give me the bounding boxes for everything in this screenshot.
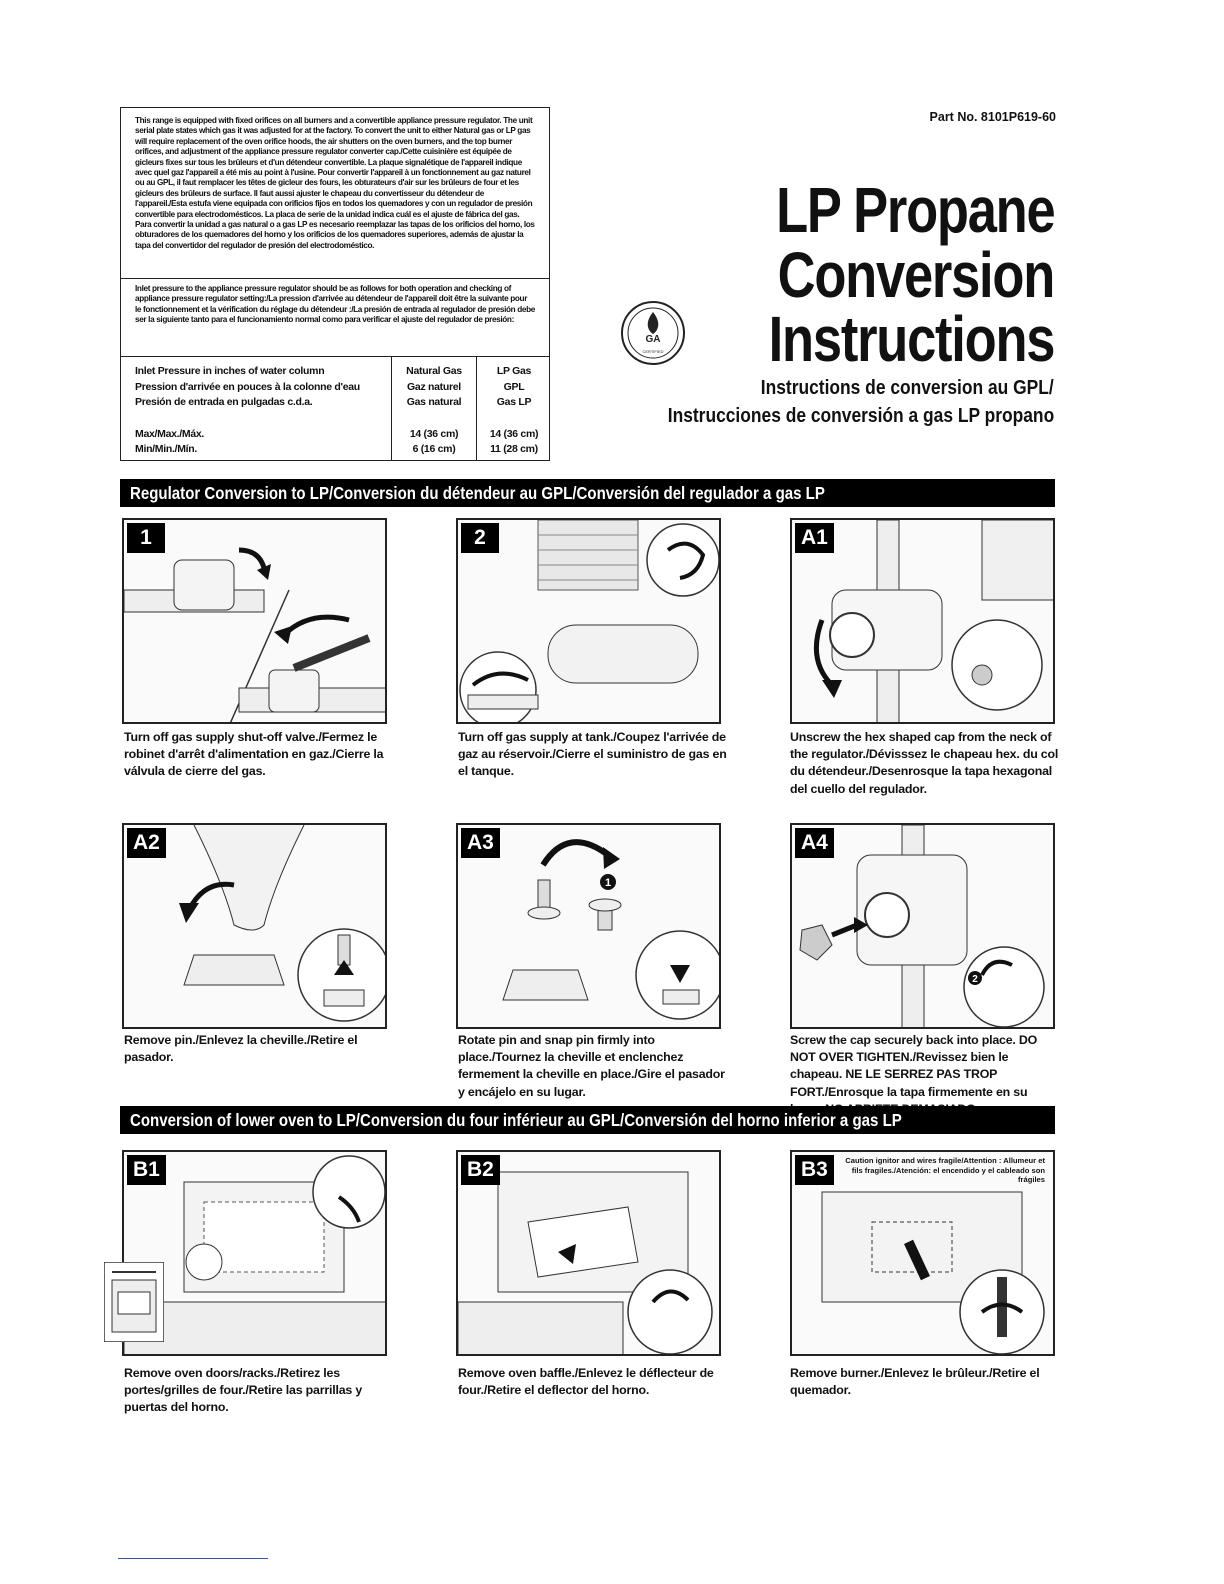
info-paragraph-orifices: This range is equipped with fixed orific…	[135, 116, 535, 250]
step-label: B3	[795, 1155, 834, 1185]
table-divider	[476, 356, 477, 460]
divider	[121, 278, 549, 279]
divider	[121, 356, 549, 357]
title-line-3: Instructions	[768, 303, 1055, 375]
caution-note: Caution ignitor and wires fragile/Attent…	[845, 1156, 1045, 1184]
min-label: Min/Min./Mín.	[135, 443, 198, 455]
title-line-2: Conversion	[777, 239, 1056, 311]
oven-baffle-illustration	[458, 1171, 713, 1354]
step-a4-caption: Screw the cap securely back into place. …	[790, 1033, 1038, 1116]
pressure-header-label: Inlet Pressure in inches of water column…	[135, 365, 360, 408]
step-label: B2	[461, 1155, 500, 1185]
tank-illustration	[459, 520, 719, 722]
svg-text:GA: GA	[646, 334, 661, 345]
info-paragraph-inlet-pressure: Inlet pressure to the appliance pressure…	[135, 284, 535, 325]
subtitle-spanish: Instrucciones de conversión a gas LP pro…	[667, 405, 1054, 427]
section-bar-lower-oven: Conversion of lower oven to LP/Conversio…	[120, 1106, 1055, 1134]
section-bar-regulator: Regulator Conversion to LP/Conversion du…	[120, 479, 1055, 507]
callout-number: 1	[605, 877, 611, 889]
step-a1-illustration: A1	[790, 518, 1055, 724]
step-b3-illustration: B3 Caution ignitor and wires fragile/Att…	[790, 1150, 1055, 1356]
step-label: A1	[795, 523, 834, 553]
step-2-caption: Turn off gas supply at tank./Coupez l'ar…	[458, 730, 727, 779]
lp-gas-header: LP Gas GPL Gas LP	[496, 365, 532, 408]
step-label: 2	[461, 523, 499, 553]
seal-text: CERTIFIED	[642, 349, 663, 354]
step-label: A2	[127, 828, 166, 858]
step-b3-caption: Remove burner./Enlevez le brûleur./Retir…	[790, 1366, 1040, 1398]
step-label: A4	[795, 828, 834, 858]
table-divider	[391, 356, 392, 460]
cap-replace-illustration: 2	[799, 825, 1045, 1027]
oven-interior-illustration	[124, 1155, 385, 1354]
step-b1-caption: Remove oven doors/racks./Retirez les por…	[124, 1366, 363, 1415]
step-a1-caption: Unscrew the hex shaped cap from the neck…	[790, 730, 1059, 796]
step-label: A3	[461, 828, 500, 858]
gas-info-box: This range is equipped with fixed orific…	[120, 107, 550, 461]
max-natural-value: 14 (36 cm)	[409, 428, 459, 440]
step-b2-caption: Remove oven baffle./Enlevez le déflecteu…	[458, 1366, 714, 1398]
step-1-caption: Turn off gas supply shut-off valve./Ferm…	[124, 730, 384, 779]
step-b2-illustration: B2	[456, 1150, 721, 1356]
title-line-1: LP Propane	[775, 174, 1056, 246]
step-a2-illustration: A2	[122, 823, 387, 1029]
burner-removal-illustration	[821, 1191, 1045, 1354]
step-2-illustration: 2	[456, 518, 721, 724]
part-number: Part No. 8101P619-60	[929, 110, 1056, 124]
callout-number: 2	[972, 974, 978, 985]
step-label: 1	[127, 523, 165, 553]
natural-gas-header: Natural Gas Gaz naturel Gas natural	[406, 365, 462, 408]
footer-divider	[118, 1558, 268, 1559]
regulator-wrench-illustration	[813, 520, 1053, 722]
range-thumbnail-icon	[104, 1262, 164, 1342]
certification-seal-icon: GA CERTIFIED	[621, 301, 685, 365]
step-a3-caption: Rotate pin and snap pin firmly into plac…	[458, 1033, 725, 1099]
pin-rotate-illustration: 1	[502, 839, 719, 1020]
max-label: Max/Max./Máx.	[135, 428, 205, 440]
step-a2-caption: Remove pin./Enlevez la cheville./Retire …	[124, 1033, 358, 1065]
subtitle-french: Instructions de conversion au GPL/	[761, 377, 1054, 399]
step-label: B1	[127, 1155, 166, 1185]
step-1-illustration: 1	[122, 518, 387, 724]
min-lp-value: 11 (28 cm)	[490, 443, 538, 455]
max-lp-value: 14 (36 cm)	[489, 428, 539, 440]
step-a4-illustration: A4 2	[790, 823, 1055, 1029]
step-b1-illustration: B1	[122, 1150, 387, 1356]
pin-removal-illustration	[179, 825, 385, 1022]
step-a3-illustration: A3 1	[456, 823, 721, 1029]
min-natural-value: 6 (16 cm)	[412, 443, 456, 455]
valve-illustration	[124, 547, 385, 722]
